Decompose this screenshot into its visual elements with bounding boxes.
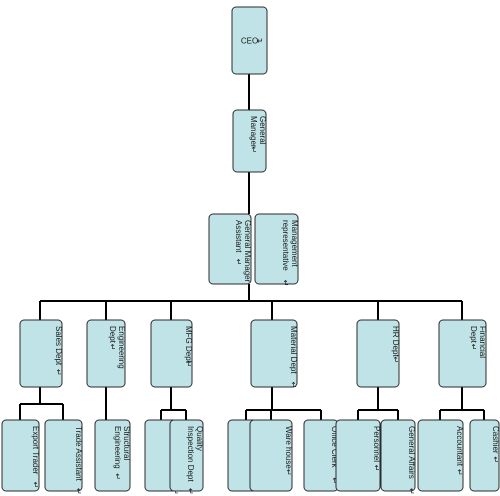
box-shape	[19, 319, 63, 388]
org-box-trade: Trade Assistant ↵	[44, 419, 83, 495]
box-label-line: Dept	[108, 326, 117, 344]
pilcrow-mark: ↵	[113, 473, 122, 480]
box-shape	[208, 213, 252, 285]
box-label-line: Trade Assistant	[74, 426, 83, 482]
pilcrow-mark: ↵	[330, 477, 339, 484]
box-label-line: Manager	[249, 116, 258, 148]
box-label-line: Inspection Dept	[186, 426, 195, 482]
pilcrow-mark: ↵	[234, 259, 243, 266]
box-label-line: Office Clerk	[330, 426, 339, 469]
box-shape	[231, 6, 268, 75]
box-label-line: General	[258, 116, 267, 145]
org-box-sales: Sales Dept ↵	[19, 319, 63, 388]
box-shape	[417, 419, 464, 492]
pilcrow-mark: ↵	[54, 369, 63, 376]
box-shape	[232, 109, 267, 173]
box-label-line: representative	[281, 220, 290, 271]
pilcrow-mark: ↵	[108, 344, 117, 351]
box-label-line: Structural	[122, 426, 131, 460]
box-label-line: CEO	[241, 37, 258, 46]
org-box-hr: HR Dept↵	[356, 319, 400, 388]
box-shape	[254, 213, 299, 285]
box-shape	[169, 419, 204, 492]
org-box-pers: Personnel ↵	[335, 419, 381, 492]
box-shape	[356, 319, 400, 388]
box-label-line: MFG Dept	[184, 326, 193, 364]
box-label-line: General Affairs	[407, 426, 416, 479]
box-label-line: Accountant	[455, 426, 464, 467]
box-label-line: Export Trader	[31, 426, 40, 475]
box-label-line: General Manager	[243, 220, 252, 283]
box-label-line: Personnel	[372, 426, 381, 462]
box-label-line: Cashier	[491, 426, 500, 454]
pilcrow-mark: ↵	[249, 146, 258, 153]
box-shape	[438, 319, 487, 388]
org-box-genaff: General Affairs ↵	[380, 419, 416, 495]
pilcrow-mark: ↵	[491, 456, 500, 463]
org-box-mfg: MFG Dept↵	[150, 319, 193, 388]
box-label-line: Quality	[195, 426, 204, 451]
box-label-line: Dept	[469, 326, 478, 344]
box-label-line: Material Dept	[289, 326, 298, 374]
org-box-ware: Ware house↵	[249, 419, 293, 492]
org-box-acct: Accountant ↵	[417, 419, 464, 492]
pilcrow-mark: ↵	[455, 469, 464, 476]
box-shape	[44, 419, 83, 492]
pilcrow-mark: ↵	[184, 361, 193, 368]
pilcrow-mark: ↵	[407, 488, 416, 495]
org-box-export: Export Trader ↵	[1, 419, 40, 492]
pilcrow-mark: ↵	[31, 482, 40, 489]
pilcrow-mark: ↵	[391, 356, 400, 363]
pilcrow-mark: ↵	[372, 465, 381, 472]
box-shape	[249, 419, 293, 492]
box-label-line: Financial	[478, 326, 487, 358]
connector-lines	[19, 74, 485, 420]
box-shape	[469, 419, 500, 492]
box-shape	[86, 319, 126, 388]
box-label-line: Management	[290, 220, 299, 267]
box-shape	[1, 419, 40, 492]
box-label-line: HR Dept	[391, 326, 400, 357]
pilcrow-mark: ↵	[74, 488, 83, 495]
pilcrow-mark: ↵	[257, 37, 264, 46]
org-box-office: Office Clerk ↵	[303, 419, 339, 492]
box-shape	[380, 419, 416, 492]
pilcrow-mark: ↵	[186, 488, 195, 495]
box-shape	[335, 419, 381, 492]
box-shape	[94, 419, 131, 492]
box-shape	[150, 319, 193, 388]
box-label-line: Assistant	[234, 220, 243, 253]
org-box-mat: Material Dept ↵	[250, 319, 298, 389]
box-label-line: Engineering	[113, 426, 122, 469]
box-label-line: Engineering	[117, 326, 126, 369]
pilcrow-mark: ↵	[284, 469, 293, 476]
org-box-ceo: CEO↵	[231, 6, 268, 75]
pilcrow-mark: ↵	[281, 280, 290, 287]
box-label-line: Sales Dept	[54, 326, 63, 366]
box-label-line: Ware house	[284, 426, 293, 469]
pilcrow-mark: ↵	[289, 382, 298, 389]
pilcrow-mark: ↵	[469, 344, 478, 351]
org-box-cash: Cashier ↵	[469, 419, 500, 492]
box-shape	[250, 319, 298, 388]
